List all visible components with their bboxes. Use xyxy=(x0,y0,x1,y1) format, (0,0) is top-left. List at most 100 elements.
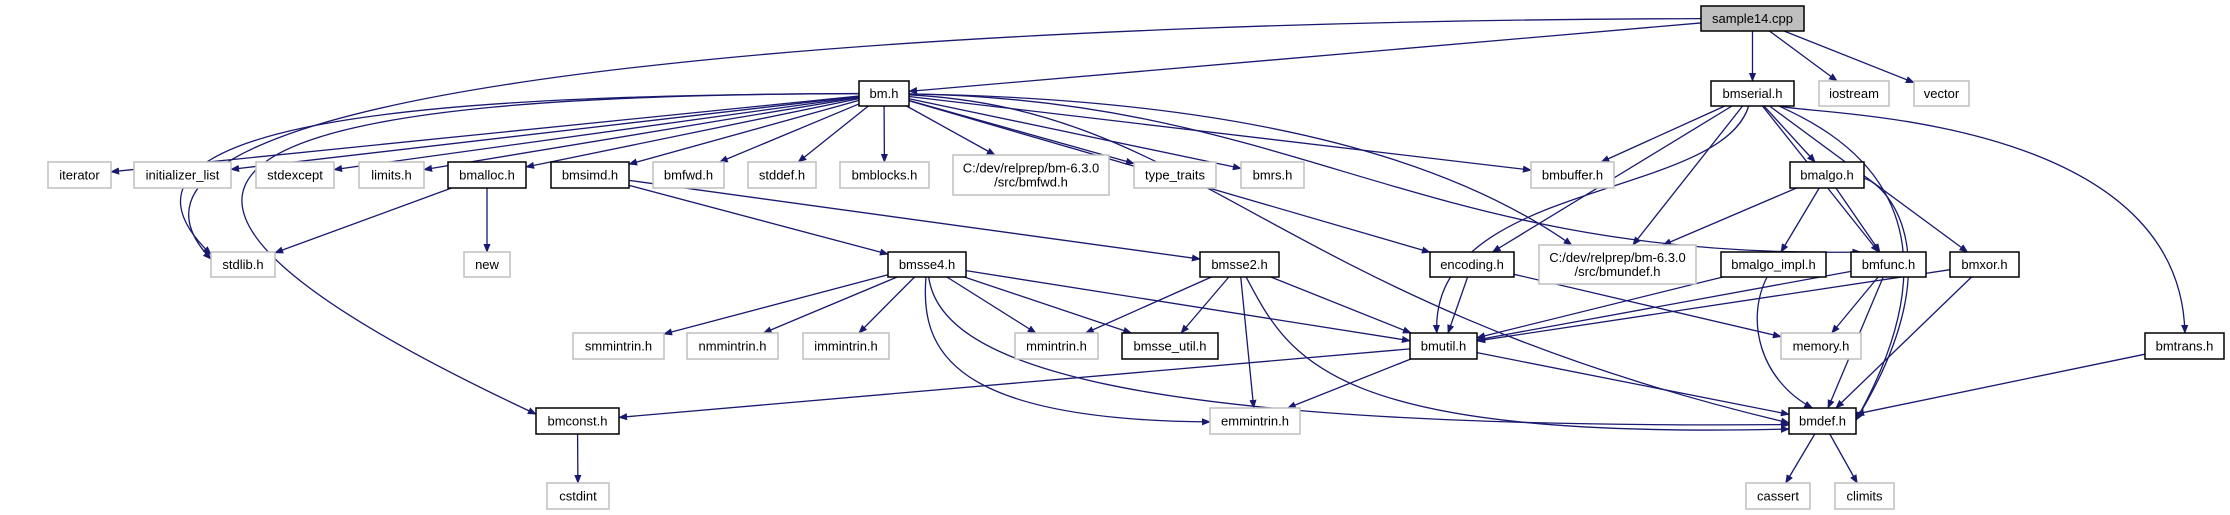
node-box xyxy=(1240,161,1305,189)
node-box xyxy=(1710,80,1795,107)
node-smmintrin[interactable]: smmintrin.h xyxy=(572,332,665,360)
edge-bmxor-to-bmdef xyxy=(1835,276,1973,409)
node-vector[interactable]: vector xyxy=(1913,80,1970,107)
edge-bm-to-bmsimd xyxy=(628,99,860,166)
node-bmbuffer[interactable]: bmbuffer.h xyxy=(1530,161,1615,189)
node-label: bmalloc.h xyxy=(459,167,515,182)
edge-bmsse2-to-emmintrin xyxy=(1240,276,1257,409)
edge-bmutil-to-bmconst xyxy=(618,348,1411,421)
node-box xyxy=(1720,251,1827,278)
node-label: climits xyxy=(1846,488,1883,503)
edge-bmsse2-to-mmintrin xyxy=(1084,276,1212,334)
node-box xyxy=(887,251,967,278)
node-label: bmfwd.h xyxy=(664,167,713,182)
node-bmsse4[interactable]: bmsse4.h xyxy=(887,251,967,278)
node-box xyxy=(1538,244,1697,285)
node-box xyxy=(1199,251,1280,278)
edge-bmalgo-to-bmdef xyxy=(1855,177,1910,421)
node-bmutil[interactable]: bmutil.h xyxy=(1409,332,1478,360)
node-label: nmmintrin.h xyxy=(699,338,767,353)
node-bmfunc[interactable]: bmfunc.h xyxy=(1850,251,1927,278)
edges-layer xyxy=(110,17,2189,484)
node-box xyxy=(1913,80,1970,107)
edge-bmxor-to-bmutil xyxy=(1476,269,1951,344)
edge-sample14-to-iostream xyxy=(1769,30,1838,82)
node-stdexcept[interactable]: stdexcept xyxy=(255,161,335,189)
edge-bmsse4-to-emmintrin xyxy=(924,276,1211,426)
node-stddef[interactable]: stddef.h xyxy=(747,161,817,189)
node-type-traits[interactable]: type_traits xyxy=(1133,161,1217,189)
edge-bmfunc-to-bmutil xyxy=(1476,270,1852,342)
node-bm[interactable]: bm.h xyxy=(858,80,910,107)
node-cstdint[interactable]: cstdint xyxy=(546,482,610,510)
node-cbmundef[interactable]: C:/dev/relprep/bm-6.3.0/src/bmundef.h xyxy=(1538,244,1697,285)
node-bmfwd[interactable]: bmfwd.h xyxy=(652,161,725,189)
edge-bm-to-bmconst xyxy=(241,92,860,415)
node-emmintrin[interactable]: emmintrin.h xyxy=(1209,407,1301,435)
node-bmconst[interactable]: bmconst.h xyxy=(535,407,620,435)
edge-bmalgo_impl-to-bmdef xyxy=(1756,276,1814,409)
node-bmserial[interactable]: bmserial.h xyxy=(1710,80,1795,107)
edge-bmserial-to-bmutil xyxy=(1432,105,1750,334)
node-encoding[interactable]: encoding.h xyxy=(1429,251,1515,278)
node-box xyxy=(550,161,630,189)
node-bmtrans[interactable]: bmtrans.h xyxy=(2144,332,2225,360)
node-immintrin[interactable]: immintrin.h xyxy=(802,332,890,360)
node-sample14[interactable]: sample14.cpp xyxy=(1700,5,1805,32)
node-climits[interactable]: climits xyxy=(1834,482,1895,510)
edge-bmalgo-to-bmalgo_impl xyxy=(1780,187,1820,253)
node-new[interactable]: new xyxy=(463,251,511,278)
node-label: stdexcept xyxy=(267,167,323,182)
nodes-layer: sample14.cpp bm.h bmserial.h iostream vector… xyxy=(47,5,2225,510)
node-memory[interactable]: memory.h xyxy=(1780,332,1862,360)
node-iterator[interactable]: iterator xyxy=(47,161,112,189)
node-label: vector xyxy=(1924,86,1960,101)
node-label: bmalgo.h xyxy=(1800,167,1853,182)
node-limits[interactable]: limits.h xyxy=(358,161,425,189)
node-label: bmbuffer.h xyxy=(1542,167,1603,182)
node-cassert[interactable]: cassert xyxy=(1745,482,1811,510)
node-label: bmrs.h xyxy=(1253,167,1293,182)
node-label: cstdint xyxy=(559,488,597,503)
node-label: bmfunc.h xyxy=(1862,257,1915,272)
edge-bmutil-to-emmintrin xyxy=(1286,358,1412,409)
node-box xyxy=(1209,407,1301,435)
node-bmalloc[interactable]: bmalloc.h xyxy=(447,161,527,189)
edge-bmutil-to-bmdef xyxy=(1476,351,1790,417)
node-stdlib[interactable]: stdlib.h xyxy=(210,251,276,278)
node-nmmintrin[interactable]: nmmintrin.h xyxy=(686,332,779,360)
edge-bmsse4-to-nmmintrin xyxy=(762,276,898,334)
node-bmalgo-impl[interactable]: bmalgo_impl.h xyxy=(1720,251,1827,278)
node-label: C:/dev/relprep/bm-6.3.0 xyxy=(1549,250,1686,265)
edge-bmserial-to-bmdef xyxy=(1778,105,1905,421)
node-bmxor[interactable]: bmxor.h xyxy=(1949,251,2020,278)
node-bmsimd[interactable]: bmsimd.h xyxy=(550,161,630,189)
node-bmsse-util[interactable]: bmsse_util.h xyxy=(1121,332,1219,360)
node-label: bmsse_util.h xyxy=(1134,338,1207,353)
node-bmblocks[interactable]: bmblocks.h xyxy=(839,161,930,189)
node-label: bmsimd.h xyxy=(562,167,618,182)
node-box xyxy=(358,161,425,189)
edge-bm-to-bmdef xyxy=(908,94,1790,425)
node-box xyxy=(802,332,890,360)
node-box xyxy=(463,251,511,278)
edge-bm-to-initializer_list xyxy=(230,95,860,173)
node-box xyxy=(952,154,1110,196)
node-label: bmxor.h xyxy=(1961,257,2007,272)
node-bmalgo[interactable]: bmalgo.h xyxy=(1789,161,1865,189)
edge-bm-to-iterator xyxy=(110,95,860,175)
node-cbmfwd[interactable]: C:/dev/relprep/bm-6.3.0/src/bmfwd.h xyxy=(952,154,1110,196)
node-bmdef[interactable]: bmdef.h xyxy=(1788,407,1857,435)
node-label: iterator xyxy=(59,167,100,182)
node-box xyxy=(1780,332,1862,360)
node-box xyxy=(210,251,276,278)
node-initializer-list[interactable]: initializer_list xyxy=(133,161,232,189)
node-iostream[interactable]: iostream xyxy=(1818,80,1890,107)
node-bmrs[interactable]: bmrs.h xyxy=(1240,161,1305,189)
node-box xyxy=(572,332,665,360)
node-bmsse2[interactable]: bmsse2.h xyxy=(1199,251,1280,278)
node-label: type_traits xyxy=(1145,167,1205,182)
node-mmintrin[interactable]: mmintrin.h xyxy=(1014,332,1099,360)
node-label: bmtrans.h xyxy=(2156,338,2214,353)
edge-bm-to-bmrs xyxy=(908,98,1242,171)
